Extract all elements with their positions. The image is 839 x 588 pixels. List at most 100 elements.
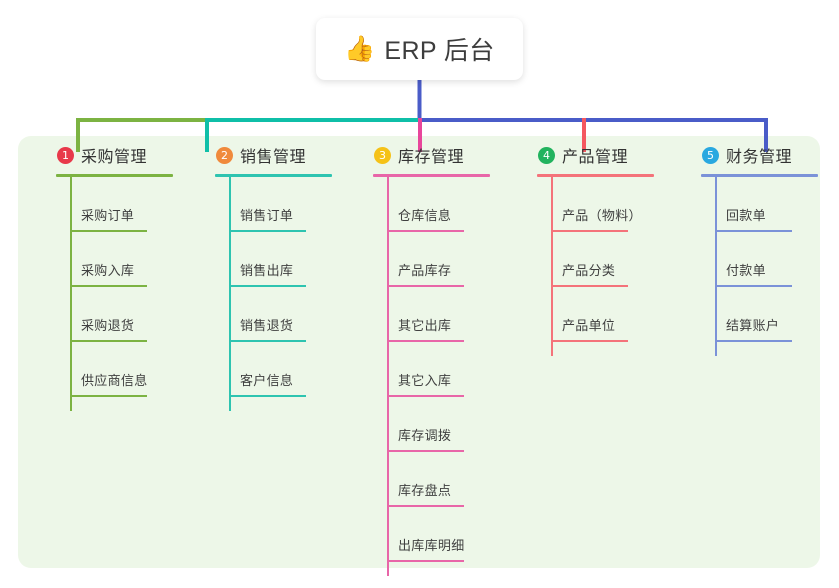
column-badge-1: 1	[57, 146, 74, 164]
column-title-2: 销售管理	[240, 149, 307, 166]
column-title-5: 财务管理	[726, 149, 793, 166]
leaf-item[interactable]: 回款单	[674, 177, 834, 232]
leaf-item[interactable]: 出库库明细	[346, 507, 506, 562]
leaf-label: 产品（物料）	[562, 208, 642, 223]
leaf-label: 回款单	[726, 208, 766, 223]
column-header-3[interactable]: 3 库存管理	[346, 136, 506, 174]
leaf-item[interactable]: 其它出库	[346, 287, 506, 342]
leaf-label: 采购入库	[81, 263, 135, 278]
root-node[interactable]: 👍 ERP 后台	[316, 18, 523, 80]
leaf-underline	[229, 285, 306, 287]
column-spine-5	[715, 177, 717, 356]
leaf-underline	[387, 505, 464, 507]
leaf-underline	[551, 285, 628, 287]
leaf-label: 仓库信息	[398, 208, 452, 223]
column-underline-4	[537, 174, 654, 177]
column-title-3: 库存管理	[398, 149, 465, 166]
thumbs-up-icon: 👍	[344, 34, 376, 63]
leaf-label: 产品库存	[398, 263, 452, 278]
column-badge-4: 4	[538, 146, 555, 164]
leaf-underline	[387, 450, 464, 452]
leaf-label: 其它入库	[398, 373, 452, 388]
leaf-underline	[387, 285, 464, 287]
leaf-underline	[715, 230, 792, 232]
leaf-underline	[387, 230, 464, 232]
leaf-item[interactable]: 结算账户	[674, 287, 834, 342]
leaf-underline	[551, 230, 628, 232]
leaf-item[interactable]: 产品（物料）	[510, 177, 670, 232]
column-container: 1 采购管理采购订单采购入库采购退货供应商信息 2 销售管理销售订单销售出库销售退货客…	[0, 136, 839, 576]
leaf-label: 结算账户	[726, 318, 780, 333]
column-badge-5: 5	[702, 146, 719, 164]
column-2: 2 销售管理销售订单销售出库销售退货客户信息	[188, 136, 348, 411]
leaf-item[interactable]: 销售出库	[188, 232, 348, 287]
leaf-item[interactable]: 采购入库	[29, 232, 189, 287]
leaf-underline	[229, 230, 306, 232]
column-underline-2	[215, 174, 332, 177]
leaf-item[interactable]: 销售退货	[188, 287, 348, 342]
leaf-label: 出库库明细	[398, 538, 465, 553]
leaf-item[interactable]: 仓库信息	[346, 177, 506, 232]
column-header-2[interactable]: 2 销售管理	[188, 136, 348, 174]
leaf-list-3: 仓库信息产品库存其它出库其它入库库存调拨库存盘点出库库明细	[346, 177, 506, 562]
leaf-item[interactable]: 付款单	[674, 232, 834, 287]
column-3: 3 库存管理仓库信息产品库存其它出库其它入库库存调拨库存盘点出库库明细	[346, 136, 506, 576]
root-title: ERP 后台	[384, 37, 495, 65]
column-spine-2	[229, 177, 231, 411]
column-title-4: 产品管理	[562, 149, 629, 166]
column-4: 4 产品管理产品（物料） 产品分类产品单位	[510, 136, 670, 356]
leaf-underline	[70, 230, 147, 232]
leaf-label: 供应商信息	[81, 373, 148, 388]
leaf-item[interactable]: 库存盘点	[346, 452, 506, 507]
column-spine-1	[70, 177, 72, 411]
column-header-5[interactable]: 5 财务管理	[674, 136, 834, 174]
leaf-item[interactable]: 采购订单	[29, 177, 189, 232]
leaf-label: 客户信息	[240, 373, 294, 388]
column-header-4[interactable]: 4 产品管理	[510, 136, 670, 174]
leaf-label: 产品单位	[562, 318, 616, 333]
leaf-label: 销售退货	[240, 318, 294, 333]
leaf-item[interactable]: 库存调拨	[346, 397, 506, 452]
leaf-label: 采购订单	[81, 208, 135, 223]
column-title-1: 采购管理	[81, 149, 148, 166]
leaf-item[interactable]: 客户信息	[188, 342, 348, 397]
leaf-underline	[715, 285, 792, 287]
column-badge-2: 2	[216, 146, 233, 164]
leaf-underline	[387, 340, 464, 342]
leaf-underline	[229, 340, 306, 342]
leaf-label: 库存盘点	[398, 483, 452, 498]
column-underline-1	[56, 174, 173, 177]
leaf-underline	[387, 560, 464, 562]
leaf-item[interactable]: 供应商信息	[29, 342, 189, 397]
column-badge-3: 3	[374, 146, 391, 164]
leaf-underline	[70, 395, 147, 397]
leaf-underline	[551, 340, 628, 342]
leaf-underline	[387, 395, 464, 397]
column-header-1[interactable]: 1 采购管理	[29, 136, 189, 174]
leaf-item[interactable]: 产品单位	[510, 287, 670, 342]
leaf-label: 销售订单	[240, 208, 294, 223]
leaf-list-1: 采购订单采购入库采购退货供应商信息	[29, 177, 189, 397]
column-5: 5 财务管理回款单付款单结算账户	[674, 136, 834, 356]
column-underline-5	[701, 174, 818, 177]
leaf-item[interactable]: 产品分类	[510, 232, 670, 287]
leaf-underline	[70, 285, 147, 287]
leaf-item[interactable]: 采购退货	[29, 287, 189, 342]
leaf-underline	[70, 340, 147, 342]
leaf-item[interactable]: 其它入库	[346, 342, 506, 397]
leaf-list-5: 回款单付款单结算账户	[674, 177, 834, 342]
leaf-label: 其它出库	[398, 318, 452, 333]
leaf-label: 付款单	[726, 263, 766, 278]
leaf-list-4: 产品（物料） 产品分类产品单位	[510, 177, 670, 342]
leaf-item[interactable]: 产品库存	[346, 232, 506, 287]
diagram-panel	[18, 136, 820, 568]
leaf-label: 产品分类	[562, 263, 616, 278]
leaf-label: 库存调拨	[398, 428, 452, 443]
column-spine-4	[551, 177, 553, 356]
leaf-item[interactable]: 销售订单	[188, 177, 348, 232]
column-spine-3	[387, 177, 389, 576]
column-1: 1 采购管理采购订单采购入库采购退货供应商信息	[29, 136, 189, 411]
leaf-label: 采购退货	[81, 318, 135, 333]
column-underline-3	[373, 174, 490, 177]
leaf-label: 销售出库	[240, 263, 294, 278]
